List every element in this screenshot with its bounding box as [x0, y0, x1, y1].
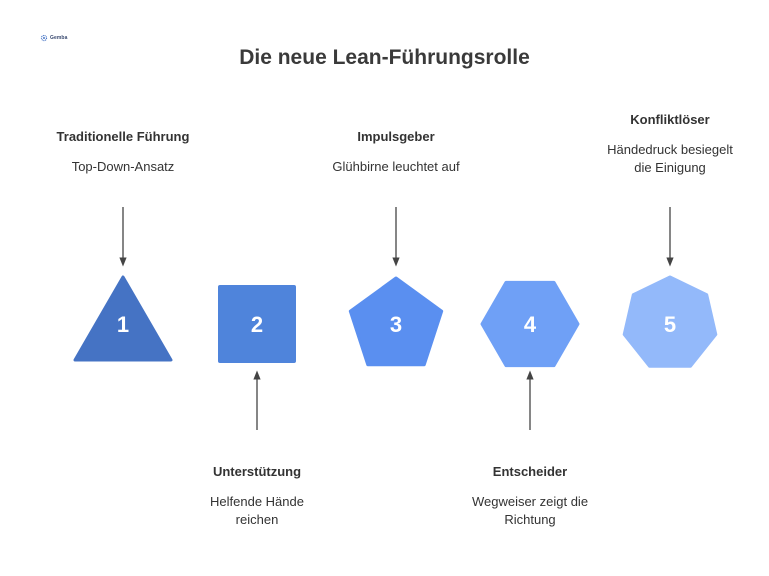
step-shape-square — [218, 285, 296, 363]
logo-text: Gemba — [50, 35, 68, 41]
step-number: 2 — [251, 312, 263, 337]
step-title: Impulsgeber — [357, 129, 435, 144]
step-shape-hexagon — [480, 280, 580, 368]
step-shape-pentagon — [348, 276, 444, 367]
step-number: 1 — [117, 312, 129, 337]
step-description: Helfende Hände reichen — [210, 494, 304, 527]
step-description: Händedruck besiegelt die Einigung — [607, 142, 733, 175]
gear-icon — [40, 34, 48, 42]
logo: Gemba — [40, 34, 67, 42]
step-description: Wegweiser zeigt die Richtung — [471, 494, 589, 527]
step-number: 5 — [664, 312, 676, 337]
page-title: Die neue Lean-Führungsrolle — [239, 46, 530, 69]
step-number: 3 — [390, 312, 402, 337]
step-number: 4 — [524, 312, 537, 337]
step-shape-heptagon — [622, 275, 718, 368]
step-title: Unterstützung — [212, 464, 302, 479]
step-title: Entscheider — [492, 464, 568, 479]
step-description: Glühbirne leuchtet auf — [332, 159, 460, 174]
step-shape-triangle — [73, 275, 173, 362]
step-title: Konfliktlöser — [630, 112, 710, 127]
step-description: Top-Down-Ansatz — [71, 159, 175, 174]
step-title: Traditionelle Führung — [56, 129, 190, 144]
